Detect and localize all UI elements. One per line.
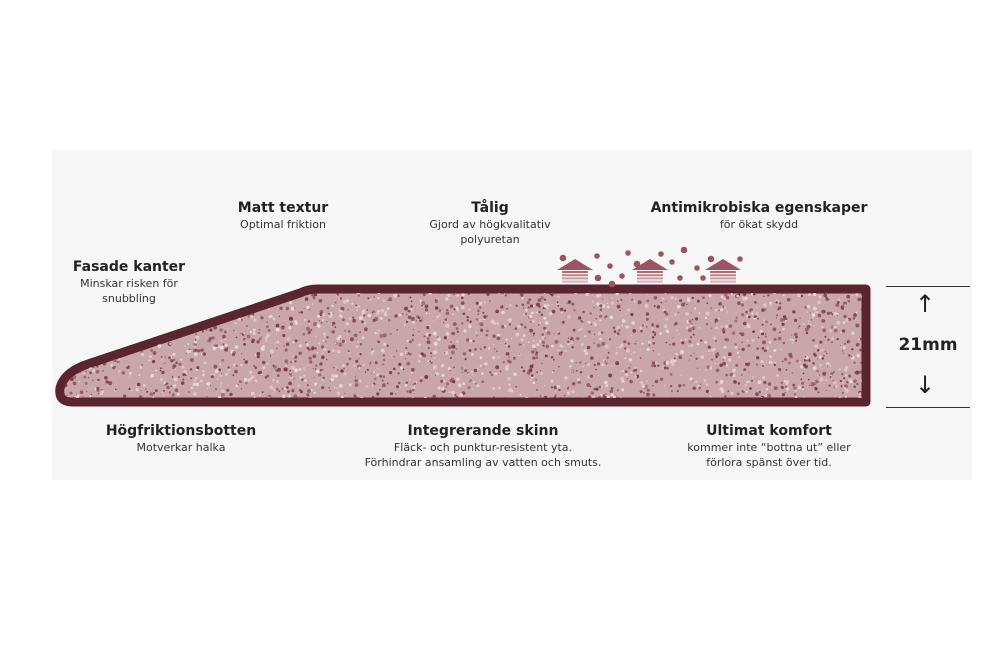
- label-hogfriktionsbotten: Högfriktionsbotten Motverkar halka: [106, 422, 256, 455]
- house-icon: [557, 259, 593, 283]
- label-title: Ultimat komfort: [706, 423, 832, 439]
- label-desc: Gjord av högkvalitativ polyuretan: [429, 218, 551, 246]
- label-desc: för ökat skydd: [719, 218, 799, 231]
- label-title: Tålig: [471, 200, 509, 216]
- label-talig: Tålig Gjord av högkvalitativ polyuretan: [429, 199, 550, 247]
- label-antimikrobiska: Antimikrobiska egenskaper för ökat skydd: [651, 199, 868, 232]
- bacteria-dot-icon: [658, 251, 664, 257]
- bacteria-dot-icon: [707, 255, 715, 263]
- label-fasade-kanter: Fasade kanter Minskar risken för snubbli…: [73, 258, 185, 306]
- house-icon: [632, 259, 668, 283]
- bacteria-dot-icon: [633, 260, 641, 268]
- antimicrobial-illustration: [557, 246, 743, 288]
- label-desc: Motverkar halka: [136, 441, 226, 454]
- dimension-top-line: [886, 286, 970, 287]
- label-title: Högfriktionsbotten: [105, 423, 257, 439]
- bacteria-dot-icon: [677, 275, 683, 281]
- bacteria-dot-icon: [680, 246, 688, 254]
- label-matt-textur: Matt textur Optimal friktion: [238, 199, 328, 232]
- mat-outline: [55, 285, 870, 406]
- bacteria-dot-icon: [594, 253, 600, 259]
- label-title: Fasade kanter: [72, 259, 186, 275]
- bacteria-dot-icon: [700, 275, 706, 281]
- label-title: Matt textur: [237, 200, 329, 216]
- dimension-value: 21mm: [898, 335, 958, 355]
- bacteria-dot-icon: [737, 256, 743, 262]
- label-desc: Optimal friktion: [240, 218, 326, 231]
- label-integrerande-skinn: Integrerande skinn Fläck- och punktur-re…: [365, 422, 602, 470]
- bacteria-dot-icon: [559, 254, 567, 262]
- label-desc: Minskar risken för snubbling: [80, 277, 178, 305]
- bacteria-dot-icon: [594, 274, 602, 282]
- bacteria-dot-icon: [607, 263, 613, 269]
- arrow-down-icon: ↓: [915, 371, 936, 399]
- bacteria-dot-icon: [625, 250, 631, 256]
- label-title: Integrerande skinn: [407, 423, 559, 439]
- label-desc: kommer inte “bottna ut” eller förlora sp…: [687, 441, 851, 469]
- dimension-bottom-line: [886, 407, 970, 408]
- arrow-up-icon: ↑: [915, 290, 936, 318]
- label-ultimat-komfort: Ultimat komfort kommer inte “bottna ut” …: [687, 422, 850, 470]
- label-desc: Fläck- och punktur-resistent yta. Förhin…: [364, 441, 602, 469]
- bacteria-dot-icon: [694, 265, 700, 271]
- bacteria-dot-icon: [619, 273, 625, 279]
- label-title: Antimikrobiska egenskaper: [650, 200, 868, 216]
- bacteria-dot-icon: [669, 259, 675, 265]
- bacteria-dot-icon: [608, 280, 616, 288]
- house-icon: [705, 259, 741, 283]
